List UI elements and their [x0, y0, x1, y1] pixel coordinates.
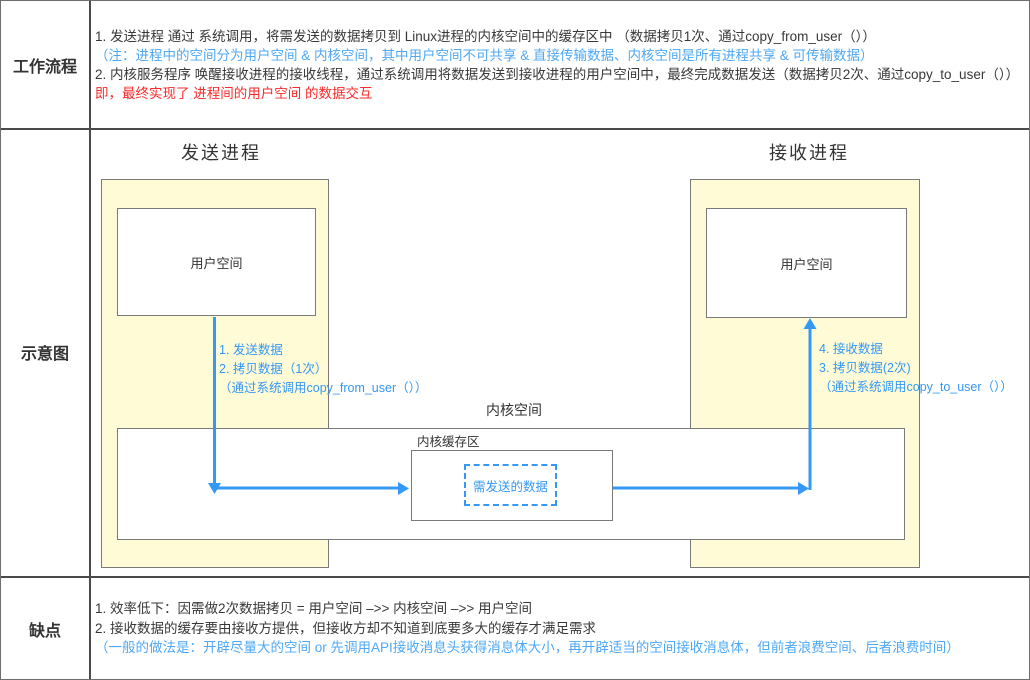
workflow-text-cell: 1. 发送进程 通过 系统调用，将需发送的数据拷贝到 Linux进程的内核空间中…	[91, 1, 1029, 128]
sender-process-title: 发送进程	[181, 143, 261, 163]
row-label-diagram: 示意图	[20, 346, 69, 363]
table-vertical-divider	[89, 1, 91, 679]
receiver-user-space-label: 用户空间	[780, 256, 833, 272]
receiver-process-title: 接收进程	[769, 143, 849, 163]
ipc-schematic-diagram: 发送进程 接收进程 用户空间 用户空间 内核空间 内核缓存区 需发送的数据	[89, 128, 1029, 576]
workflow-line-1: 1. 发送进程 通过 系统调用，将需发送的数据拷贝到 Linux进程的内核空间中…	[95, 28, 876, 44]
send-steps-annotation: 1. 发送数据 2. 拷贝数据（1次） （通过系统调用copy_from_use…	[219, 341, 427, 398]
drawbacks-text-cell: 1. 效率低下：因需做2次数据拷贝 = 用户空间 –>> 内核空间 –>> 用户…	[91, 576, 1029, 679]
row-label-workflow: 工作流程	[12, 58, 77, 76]
send-step-1: 1. 发送数据	[219, 343, 283, 357]
drawback-line-3-note: （一般的做法是：开辟尽量大的空间 or 先调用API接收消息头获得消息体大小，再…	[95, 640, 960, 656]
workflow-line-3: 2. 内核服务程序 唤醒接收进程的接收线程，通过系统调用将数据发送到接收进程的用…	[95, 66, 1020, 82]
receive-steps-annotation: 4. 接收数据 3. 拷贝数据(2次) （通过系统调用copy_to_user（…	[819, 340, 1013, 397]
receive-step-4: 4. 接收数据	[819, 342, 883, 356]
receive-step-3: 3. 拷贝数据(2次)	[819, 361, 911, 375]
table-row-divider-2	[1, 576, 1029, 578]
sender-user-space-box: 用户空间	[117, 208, 316, 316]
workflow-line-2-note: （注：进程中的空间分为用户空间 & 内核空间，其中用户空间不可共享 & 直接传输…	[95, 47, 874, 63]
send-step-2: 2. 拷贝数据（1次）	[219, 362, 328, 376]
row-label-drawbacks: 缺点	[28, 622, 61, 640]
kernel-space-label: 内核空间	[486, 402, 542, 418]
workflow-line-4-conclusion: 即，最终实现了 进程间的用户空间 的数据交互	[95, 85, 373, 101]
drawback-line-1: 1. 效率低下：因需做2次数据拷贝 = 用户空间 –>> 内核空间 –>> 用户…	[95, 601, 532, 617]
data-to-send-box: 需发送的数据	[464, 464, 557, 506]
table-row-divider-1	[1, 128, 1029, 130]
receiver-user-space-box: 用户空间	[706, 208, 907, 318]
kernel-buffer-label: 内核缓存区	[417, 435, 480, 449]
sender-user-space-label: 用户空间	[190, 255, 243, 271]
drawback-line-2: 2. 接收数据的缓存要由接收方提供，但接收方却不知道到底要多大的缓存才满足需求	[95, 620, 597, 636]
receive-step-syscall: （通过系统调用copy_to_user（））	[819, 380, 1013, 394]
send-step-syscall: （通过系统调用copy_from_user（））	[219, 381, 428, 395]
